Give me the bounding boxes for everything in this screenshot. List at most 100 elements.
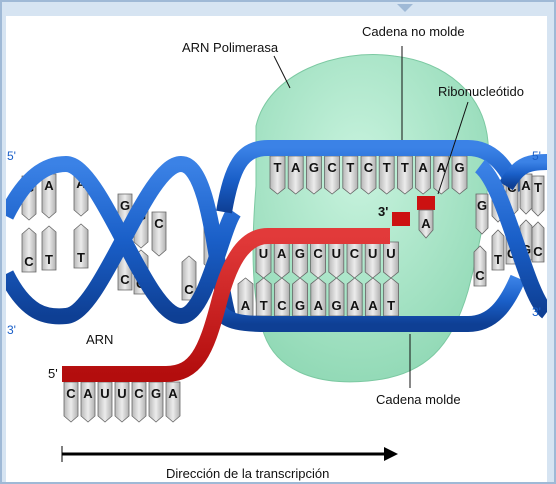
base-template-letter: G <box>295 298 305 313</box>
dna-helix-left: GCATATGCGGCCA <box>6 164 234 316</box>
base-rna-tail: G <box>149 382 163 422</box>
base-template: C <box>274 278 289 316</box>
prime-right-top: 5' <box>532 149 541 163</box>
base-rna: U <box>383 242 398 278</box>
base-rna-tail-letter: A <box>168 386 178 401</box>
chevron-down-icon <box>395 4 415 14</box>
base-rna-tail: A <box>166 382 180 422</box>
base-helix-right: A <box>520 174 532 214</box>
label-transcription-direction: Dirección de la transcripción <box>166 466 329 481</box>
base-nontemplate: T <box>379 156 394 194</box>
base-helix-right-letter: C <box>475 268 485 283</box>
base-template-letter: A <box>314 298 324 313</box>
base-template-letter: A <box>350 298 360 313</box>
base-helix-left: C <box>152 212 166 256</box>
base-helix-left-letter: C <box>24 254 34 269</box>
base-nontemplate: G <box>452 156 467 194</box>
base-template: G <box>293 278 308 316</box>
diagram-panel: GCATATGCGGCCA TAGCTCTTAAG ATCGAGAAT CGAT… <box>6 16 547 482</box>
base-template: A <box>311 278 326 316</box>
base-rna-letter: U <box>386 246 395 261</box>
base-helix-left-letter: G <box>120 198 130 213</box>
base-rna-letter: G <box>295 246 305 261</box>
base-helix-left-letter: C <box>154 216 164 231</box>
base-nontemplate: C <box>361 156 376 194</box>
free-nucleotide-letter: A <box>421 216 431 231</box>
base-rna-tail: A <box>81 382 95 422</box>
base-helix-left-letter: T <box>45 252 53 267</box>
base-helix-right-letter: A <box>521 178 531 193</box>
base-rna-tail: U <box>98 382 112 422</box>
base-template: A <box>365 278 380 316</box>
base-template-letter: A <box>368 298 378 313</box>
base-helix-left-letter: T <box>77 250 85 265</box>
base-rna: A <box>274 242 289 278</box>
base-helix-left: T <box>74 224 88 268</box>
base-nontemplate-letter: T <box>274 160 282 175</box>
prime-right-bottom: 3' <box>532 305 541 319</box>
base-helix-right-letter: T <box>534 180 542 195</box>
base-rna-letter: A <box>277 246 287 261</box>
base-rna: U <box>365 242 380 278</box>
base-nontemplate-letter: T <box>346 160 354 175</box>
base-nontemplate-letter: G <box>454 160 464 175</box>
label-ribonucleotide: Ribonucleótido <box>438 84 524 99</box>
base-rna-tail-letter: C <box>66 386 76 401</box>
base-nontemplate: T <box>270 156 285 194</box>
base-template-letter: C <box>277 298 287 313</box>
base-helix-right-letter: G <box>477 198 487 213</box>
base-rna-tail-letter: U <box>100 386 109 401</box>
base-nontemplate-letter: G <box>309 160 319 175</box>
base-nontemplate-letter: C <box>327 160 337 175</box>
prime-rna-5: 5' <box>48 366 58 381</box>
base-helix-left: C <box>182 256 196 300</box>
base-nontemplate-letter: A <box>418 160 428 175</box>
base-helix-right-letter: T <box>494 252 502 267</box>
base-template: T <box>384 278 399 316</box>
label-non-template-strand: Cadena no molde <box>362 24 465 39</box>
base-helix-left: C <box>22 228 36 272</box>
base-helix-left: T <box>42 226 56 270</box>
base-nontemplate: A <box>416 156 431 194</box>
base-rna-tail-letter: G <box>151 386 161 401</box>
base-nontemplate-letter: T <box>383 160 391 175</box>
base-helix-right: G <box>476 194 488 234</box>
base-nontemplate-letter: C <box>364 160 374 175</box>
base-nontemplate: G <box>306 156 321 194</box>
base-nontemplate: T <box>343 156 358 194</box>
base-nontemplate-letter: T <box>401 160 409 175</box>
base-rna-letter: U <box>259 246 268 261</box>
base-rna-tail-letter: C <box>134 386 144 401</box>
base-rna: C <box>311 242 326 278</box>
base-template-letter: G <box>331 298 341 313</box>
base-helix-left-letter: C <box>184 282 194 297</box>
base-helix-left-letter: A <box>44 178 54 193</box>
base-helix-left-letter: C <box>120 272 130 287</box>
rna-polymerase <box>253 55 489 382</box>
base-rna: G <box>292 242 307 278</box>
base-nontemplate: T <box>397 156 412 194</box>
base-rna-tail: U <box>115 382 129 422</box>
base-rna: U <box>256 242 271 278</box>
base-template-letter: T <box>260 298 268 313</box>
label-template-strand: Cadena molde <box>376 392 461 407</box>
base-rna: U <box>329 242 344 278</box>
base-template: G <box>329 278 344 316</box>
prime-rna-3: 3' <box>378 204 388 219</box>
base-nontemplate-letter: A <box>291 160 301 175</box>
rna-growing-end <box>392 212 410 226</box>
base-template: A <box>238 278 253 316</box>
transcription-direction-arrow <box>62 446 398 462</box>
label-rna: ARN <box>86 332 113 347</box>
base-helix-right: T <box>532 176 544 216</box>
base-rna-letter: C <box>350 246 360 261</box>
label-rna-polymerase: ARN Polimerasa <box>182 40 279 55</box>
base-rna-tail: C <box>132 382 146 422</box>
prime-left-bottom: 3' <box>7 323 16 337</box>
prime-left-top: 5' <box>7 149 16 163</box>
base-rna-letter: C <box>313 246 323 261</box>
base-rna-tail-letter: A <box>83 386 93 401</box>
base-nontemplate: A <box>434 156 449 194</box>
base-helix-left: A <box>42 174 56 218</box>
base-rna-tail: C <box>64 382 78 422</box>
